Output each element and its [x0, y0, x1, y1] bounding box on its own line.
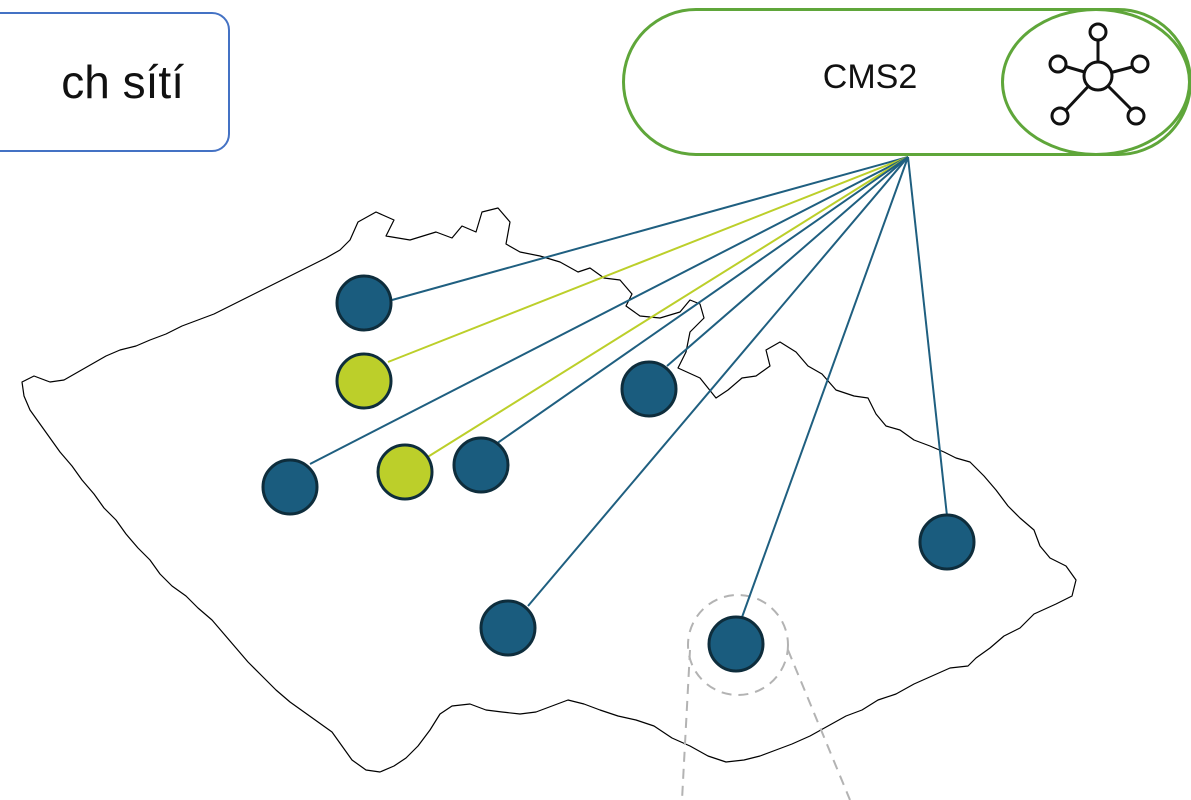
node-n2[interactable] [335, 352, 393, 410]
node-n6[interactable] [620, 360, 678, 418]
link-n7 [907, 156, 948, 517]
link-n6 [666, 156, 909, 367]
page-title: ch sítí [61, 56, 184, 108]
zoom-region-circle [687, 594, 789, 696]
link-n4 [425, 156, 909, 459]
node-n7[interactable] [918, 513, 976, 571]
map-outline [21, 207, 1077, 773]
title-box: ch sítí [0, 12, 230, 152]
network-hub-icon [1048, 22, 1150, 126]
node-n3[interactable] [261, 458, 319, 516]
node-n4[interactable] [376, 443, 434, 501]
node-n5[interactable] [452, 436, 510, 494]
link-n8 [527, 156, 909, 607]
connection-lines [309, 156, 948, 621]
node-n8[interactable] [479, 599, 537, 657]
link-n9 [740, 156, 909, 621]
nodes [261, 274, 976, 673]
link-n2 [387, 156, 909, 363]
node-n1[interactable] [335, 274, 393, 332]
zoom-callout-right [787, 649, 851, 800]
link-n3 [309, 156, 909, 465]
node-n9[interactable] [707, 615, 765, 673]
cms2-hub-label: CMS2 [822, 58, 918, 96]
link-n5 [495, 156, 909, 445]
link-n1 [391, 156, 909, 301]
zoom-callout-left [681, 649, 691, 800]
